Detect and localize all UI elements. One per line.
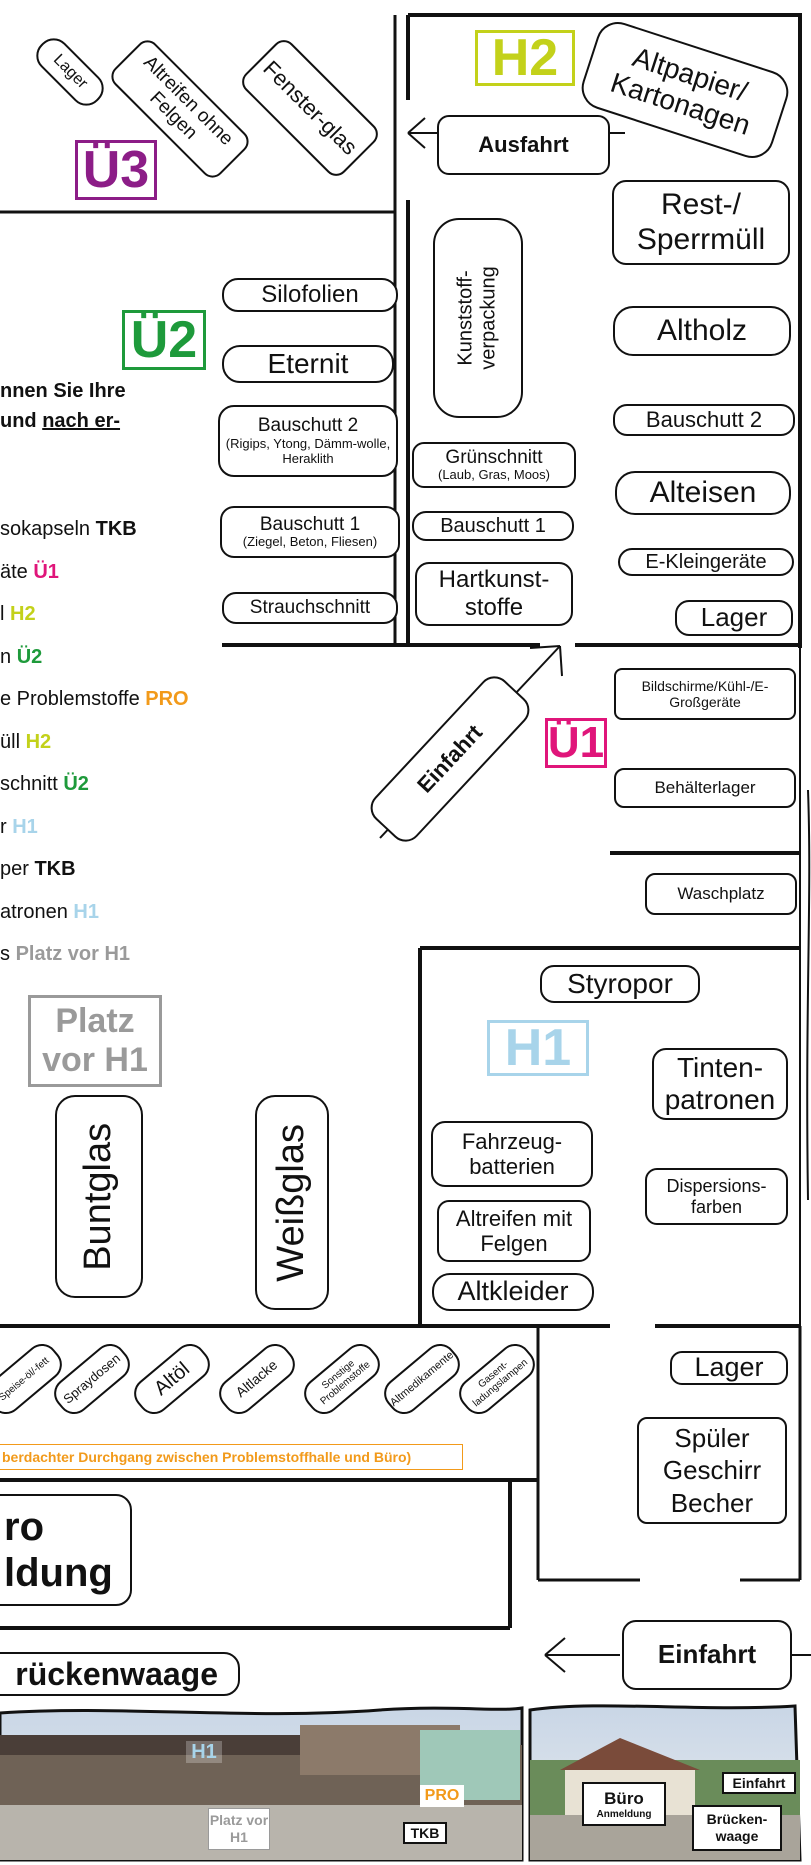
gruenschnitt-label: Grünschnitt (Laub, Gras, Moos) [412,442,576,488]
legend-item-tag: Ü2 [63,773,89,795]
photo-tag-buero-title: Büro [604,1788,644,1808]
fahrzeugbatterien-label: Fahrzeug-batterien [431,1121,593,1187]
platz-vor-h1-label: Platz vor H1 [28,995,162,1087]
tintenpatronen-label: Tinten-patronen [652,1048,788,1120]
altholz-label: Altholz [613,306,791,356]
legend-item-tag: PRO [145,688,189,710]
styropor-label: Styropor [540,965,700,1003]
hall-u1-tag: Ü1 [545,718,607,768]
legend-item-text: äte [0,560,34,583]
legend-item-text: üll [0,730,26,753]
hall-u2-tag: Ü2 [122,310,206,370]
photo-tag-h1: H1 [186,1741,222,1763]
spueler-geschirr-becher-label: Spüler Geschirr Becher [637,1417,787,1524]
legend-item-text: r [0,815,13,838]
brueckenwaage-label: rückenwaage [0,1652,240,1696]
legend-item: l H2 [0,603,36,626]
photo-tag-buero: Büro Anmeldung [582,1782,666,1826]
legend-item-text: schnitt [0,773,64,795]
lager-h2-label: Lager [675,600,793,636]
einfahrt-bottom-label: Einfahrt [622,1620,792,1690]
intro-line2b: nach er- [42,410,121,432]
photo-tag-einfahrt: Einfahrt [722,1772,796,1794]
buntglas-label: Buntglas [55,1095,143,1298]
legend-item-tag: Ü1 [33,560,59,583]
kunststoffverpackung-label: Kunststoff-verpackung [433,218,523,418]
intro-line1: nnen Sie Ihre [0,380,126,402]
bildschirme-label: Bildschirme/Kühl-/E-Großgeräte [614,668,796,720]
altreifen-mit-felgen-label: Altreifen mit Felgen [437,1200,591,1262]
legend-item-tag: H1 [12,815,38,838]
restmuell-label: Rest-/ Sperrmüll [612,180,790,265]
buero-line2: ldung [4,1551,113,1595]
legend-item: r H1 [0,816,38,839]
gruenschnitt-title: Grünschnitt [445,446,543,468]
e-kleingeraete-label: E-Kleingeräte [618,548,794,576]
legend-item: per TKB [0,858,76,881]
legend-item-text: sokapseln [0,518,96,540]
photo-tag-platz: Platz vor H1 [208,1808,270,1850]
durchgang-label: berdachter Durchgang zwischen Problemsto… [0,1444,463,1470]
bauschutt2-u2-sub: (Rigips, Ytong, Dämm-wolle, Heraklith [225,435,391,466]
legend-item-text: l [0,603,10,625]
lager-right-label: Lager [670,1351,788,1385]
hall-h1-tag: H1 [487,1019,589,1077]
legend-item-tag: H1 [73,900,99,923]
strauchschnitt-label: Strauchschnitt [222,592,398,624]
hartkunststoffe-label: Hartkunst-stoffe [415,562,573,626]
bauschutt2-u2-title: Bauschutt 2 [257,415,359,437]
legend-item-text: per [0,858,35,880]
ausfahrt-label: Ausfahrt [437,115,610,175]
legend-item-text: n [0,645,17,668]
legend-item-text: atronen [0,900,74,923]
photo-tag-brueckenwaage: Brücken-waage [692,1805,782,1851]
legend-item: üll H2 [0,731,51,754]
legend-item: n Ü2 [0,646,42,669]
bauschutt2-u2-label: Bauschutt 2 (Rigips, Ytong, Dämm-wolle, … [218,405,398,477]
legend-item-text: e Problemstoffe [0,688,146,710]
bauschutt2-h2-label: Bauschutt 2 [613,404,795,436]
altkleider-label: Altkleider [432,1273,594,1311]
legend-item: schnitt Ü2 [0,773,89,796]
bauschutt1-u2-sub: (Ziegel, Beton, Fliesen) [242,534,378,550]
legend-item-tag: Ü2 [16,645,43,668]
bauschutt1-u2-label: Bauschutt 1 (Ziegel, Beton, Fliesen) [220,506,400,558]
hall-u3-tag: Ü3 [75,140,157,200]
bauschutt1-mid-label: Bauschutt 1 [412,511,574,541]
site-photo [0,1704,802,1862]
alteisen-label: Alteisen [615,471,791,515]
buero-line1: ro [4,1505,44,1549]
legend-item: äte Ü1 [0,561,59,584]
bauschutt1-u2-title: Bauschutt 1 [259,513,361,535]
legend-item-tag: TKB [34,858,76,880]
weissglas-text: Weißglas [270,1123,313,1282]
photo-tag-pro: PRO [420,1785,464,1807]
silofolien-label: Silofolien [222,278,398,312]
dispersionsfarben-label: Dispersions-farben [645,1168,788,1225]
legend-item-tag: H2 [10,603,36,625]
buntglas-text: Buntglas [77,1122,120,1271]
waschplatz-label: Waschplatz [645,873,797,915]
intro-line2: und nach er- [0,410,120,433]
legend-item-text: s [0,943,16,965]
behaelterlager-label: Behälterlager [614,768,796,808]
weissglas-label: Weißglas [255,1095,329,1310]
legend-item-tag: H2 [25,730,52,753]
eternit-label: Eternit [222,345,394,383]
buero-anmeldung-label: ro ldung [0,1494,132,1606]
legend-item-tag: Platz vor H1 [15,943,131,965]
hall-h2-tag: H2 [475,29,575,87]
photo-tag-anmeldung: Anmeldung [596,1808,652,1820]
intro-line2a: und [0,410,43,432]
legend-item: atronen H1 [0,901,99,924]
legend-item: sokapseln TKB [0,518,137,541]
legend-item-tag: TKB [95,518,137,540]
photo-tag-tkb: TKB [403,1822,447,1844]
legend-item: e Problemstoffe PRO [0,688,189,711]
kunststoffverpackung-text: Kunststoff-verpackung [455,266,500,370]
gruenschnitt-sub: (Laub, Gras, Moos) [438,467,550,483]
legend-item: s Platz vor H1 [0,943,130,966]
